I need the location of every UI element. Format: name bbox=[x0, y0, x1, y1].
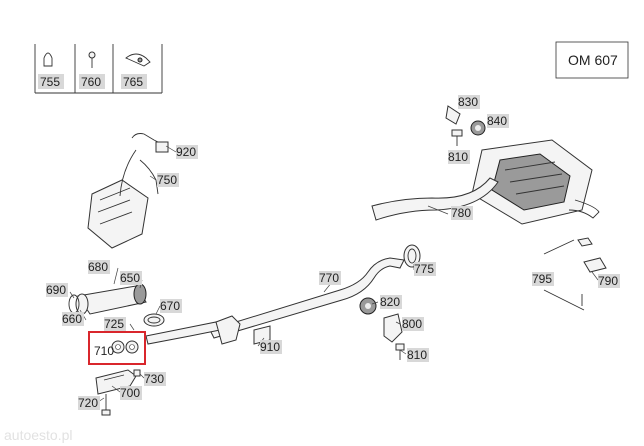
clamp-icon bbox=[43, 52, 53, 67]
clamp-775 bbox=[403, 244, 421, 268]
bolt-icon bbox=[88, 51, 96, 68]
callout-660: 660 bbox=[62, 312, 82, 326]
middle-pipe-780 bbox=[371, 177, 499, 221]
rear-silencer bbox=[471, 139, 600, 225]
callout-830: 830 bbox=[458, 95, 478, 109]
callout-730: 730 bbox=[144, 372, 164, 386]
callout-910: 910 bbox=[260, 340, 280, 354]
callout-770: 770 bbox=[319, 271, 339, 285]
callout-820: 820 bbox=[380, 295, 400, 309]
callout-750: 750 bbox=[157, 173, 177, 187]
callout-920: 920 bbox=[176, 145, 196, 159]
bolt-810-upper bbox=[451, 129, 463, 146]
callout-720: 720 bbox=[78, 396, 98, 410]
front-pipe-650 bbox=[75, 283, 147, 315]
engine-code-label: OM 607 bbox=[568, 52, 618, 68]
legend-label-755: 755 bbox=[40, 75, 60, 89]
nut-730 bbox=[133, 369, 141, 377]
callout-680: 680 bbox=[88, 260, 108, 274]
legend-label-760: 760 bbox=[81, 75, 101, 89]
callout-670: 670 bbox=[160, 299, 180, 313]
watermark: autoesto.pl bbox=[4, 427, 73, 443]
intermediate-pipe-770 bbox=[209, 257, 405, 339]
callouts: 830 840 810 920 750 780 775 795 790 680 … bbox=[46, 95, 620, 410]
callout-710: 710 bbox=[94, 344, 114, 358]
bracket-800 bbox=[383, 313, 403, 343]
callout-840: 840 bbox=[487, 114, 507, 128]
legend-panel: 755 760 765 bbox=[34, 44, 163, 94]
pressure-line-750 bbox=[139, 159, 159, 195]
callout-810-lower: 810 bbox=[407, 348, 427, 362]
tailpipe-group-795 bbox=[543, 237, 607, 311]
highlight-box-710 bbox=[88, 331, 146, 365]
callout-725: 725 bbox=[104, 317, 124, 331]
sensor-bracket-icon bbox=[125, 53, 151, 67]
rubber-mount-820 bbox=[359, 297, 377, 315]
callout-800: 800 bbox=[402, 317, 422, 331]
callout-700: 700 bbox=[120, 386, 140, 400]
bolt-810-lower bbox=[395, 343, 405, 360]
callout-795: 795 bbox=[532, 272, 552, 286]
callout-810-upper: 810 bbox=[448, 150, 468, 164]
bolt-720 bbox=[101, 394, 111, 416]
callout-650: 650 bbox=[120, 271, 140, 285]
callout-775: 775 bbox=[414, 262, 434, 276]
callout-790: 790 bbox=[598, 274, 618, 288]
rubber-mount-840 bbox=[470, 120, 486, 136]
engine-code-box: OM 607 bbox=[555, 41, 629, 79]
particulate-filter bbox=[87, 179, 149, 249]
bracket-700 bbox=[95, 369, 137, 395]
legend-label-765: 765 bbox=[123, 75, 143, 89]
gaskets-710 bbox=[111, 340, 139, 354]
callout-690: 690 bbox=[46, 283, 66, 297]
callout-780: 780 bbox=[451, 206, 471, 220]
clamp-670 bbox=[143, 313, 165, 327]
